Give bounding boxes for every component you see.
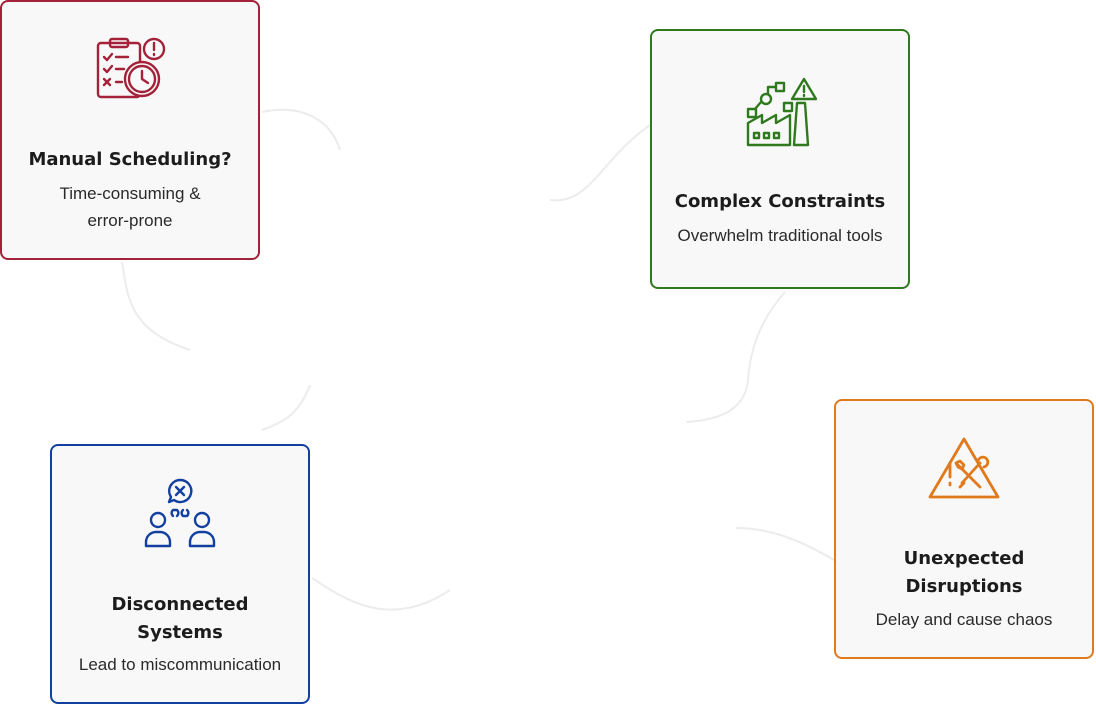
card-manual-scheduling: Manual Scheduling? Time-consuming & erro… [0,0,260,260]
warning-tools-icon [928,437,1000,499]
disconnected-users-icon [144,478,216,548]
card-title: Manual Scheduling? [28,149,232,170]
card-description: Overwhelm traditional tools [677,226,883,245]
card-title-line-2: Disruptions [905,576,1023,597]
card-disconnected-systems: Disconnected Systems Lead to miscommunic… [50,444,310,704]
card-description: Delay and cause chaos [875,610,1053,629]
card-title-line-2: Systems [137,622,223,643]
card-complex-constraints: Complex Constraints Overwhelm traditiona… [650,29,910,289]
card-title: Complex Constraints [674,191,886,212]
card-description-line-2: error-prone [87,211,173,230]
card-title-line-1: Unexpected [903,548,1025,569]
card-description: Lead to miscommunication [78,655,282,674]
checklist-clock-alert-icon [96,37,166,99]
card-unexpected-disruptions: Unexpected Disruptions Delay and cause c… [834,399,1094,659]
card-description-line-1: Time-consuming & [59,184,201,203]
card-title-line-1: Disconnected [111,594,249,615]
factory-flow-warning-icon [746,77,818,147]
